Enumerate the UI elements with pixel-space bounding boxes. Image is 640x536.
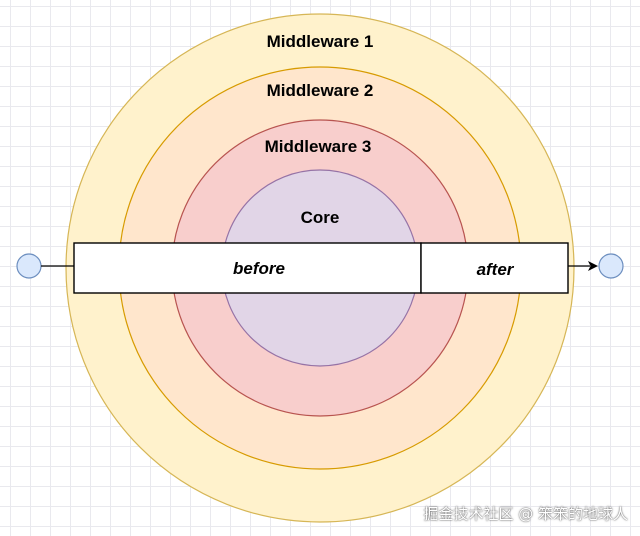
- before-box: [73, 242, 422, 294]
- end-endpoint: [598, 253, 624, 279]
- middleware-3-label: Middleware 3: [265, 137, 372, 156]
- watermark: 掘金技术社区 @ 笨笨的地球人: [423, 505, 628, 523]
- middleware-1-label: Middleware 1: [267, 32, 374, 51]
- core-label: Core: [301, 208, 340, 227]
- before-label: before: [233, 259, 285, 278]
- after-label: after: [477, 260, 515, 279]
- middleware-2-label: Middleware 2: [267, 81, 374, 100]
- start-endpoint: [16, 253, 42, 279]
- after-box: [420, 242, 569, 294]
- arrowhead-icon: [588, 261, 598, 271]
